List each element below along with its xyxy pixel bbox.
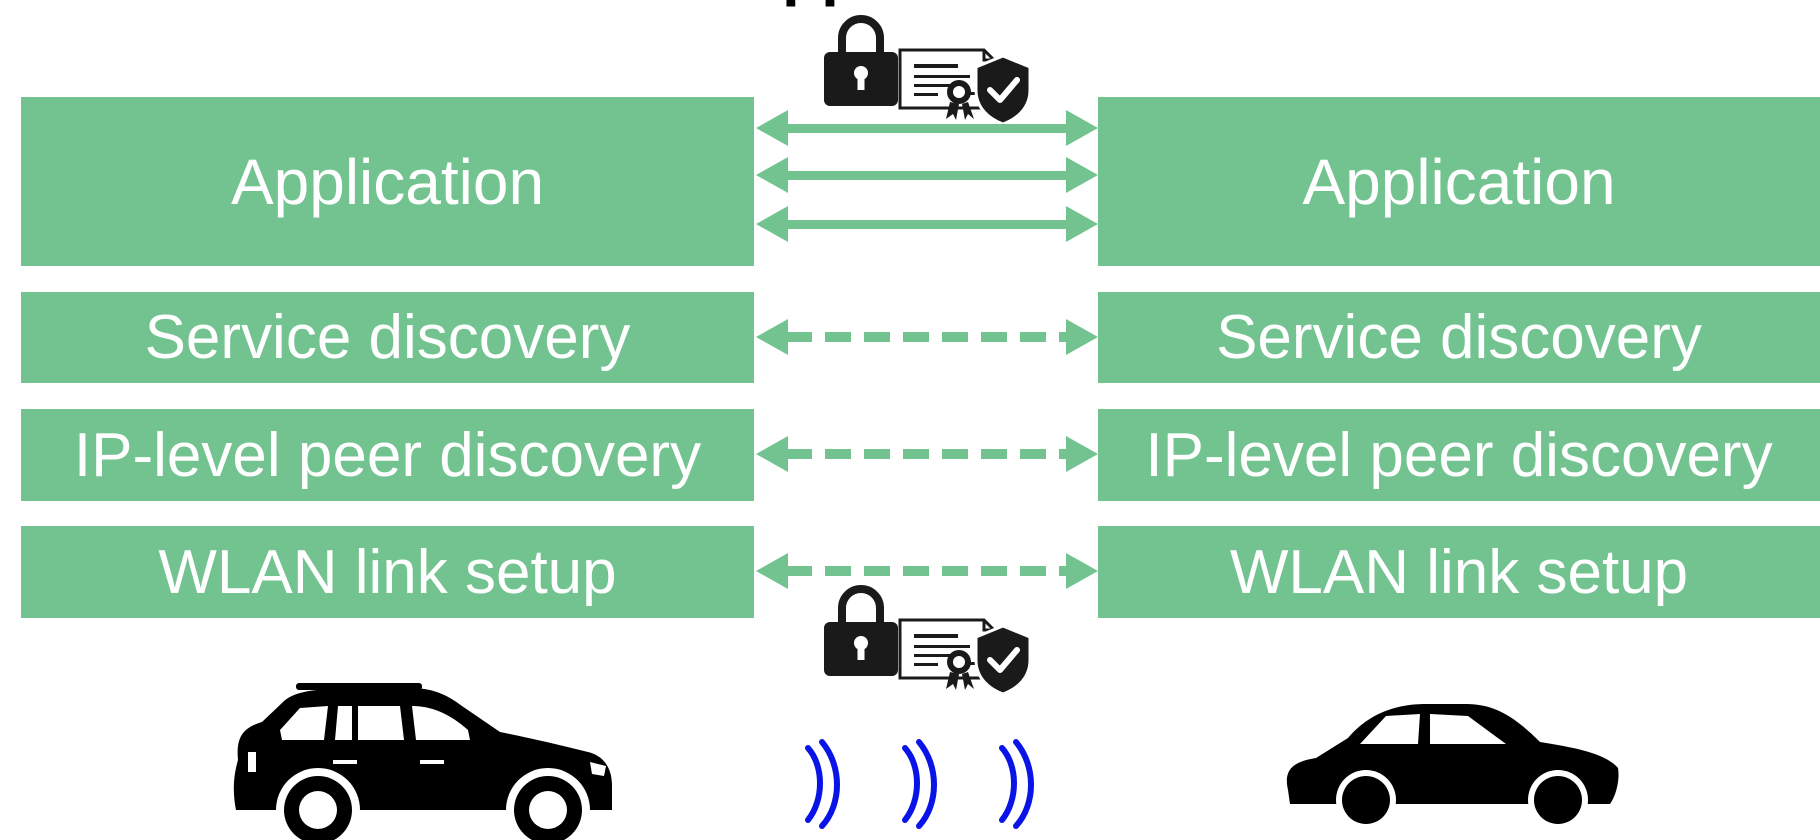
diagram-title-text: Application (736, 0, 1084, 8)
left-ip-peer-discovery-layer: IP-level peer discovery (21, 409, 754, 501)
left-application-label: Application (230, 145, 545, 218)
application-link-arrows (756, 110, 1098, 242)
right-wlan-link-setup-layer: WLAN link setup (1098, 526, 1820, 618)
right-service-discovery-label: Service discovery (1216, 303, 1702, 372)
left-wlan-link-setup-label: WLAN link setup (158, 537, 617, 607)
left-application-layer: Application (21, 97, 754, 266)
bottom-security-icons (824, 589, 1030, 694)
left-wlan-link-setup-layer: WLAN link setup (21, 526, 754, 618)
ip-peer-discovery-link-arrow (756, 436, 1098, 472)
application-arrow-3 (756, 206, 1098, 242)
right-application-layer: Application (1098, 97, 1820, 266)
sedan-icon (1286, 704, 1619, 830)
service-discovery-link-arrow (756, 319, 1098, 355)
suv-icon (233, 683, 613, 840)
left-ip-peer-discovery-label: IP-level peer discovery (73, 420, 702, 490)
application-arrow-2 (756, 157, 1098, 193)
right-ip-peer-discovery-label: IP-level peer discovery (1145, 420, 1773, 490)
right-service-discovery-layer: Service discovery (1098, 292, 1820, 383)
application-arrow-1 (756, 110, 1098, 146)
wlan-link-setup-link-arrow (756, 553, 1098, 589)
right-ip-peer-discovery-layer: IP-level peer discovery (1098, 409, 1820, 501)
left-service-discovery-label: Service discovery (144, 303, 631, 372)
wireless-signal-icon (805, 739, 1034, 829)
right-application-label: Application (1302, 145, 1616, 218)
top-security-icons (824, 19, 1030, 124)
diagram-title: Application (0, 0, 1820, 16)
left-service-discovery-layer: Service discovery (21, 292, 754, 383)
right-wlan-link-setup-label: WLAN link setup (1229, 537, 1689, 607)
